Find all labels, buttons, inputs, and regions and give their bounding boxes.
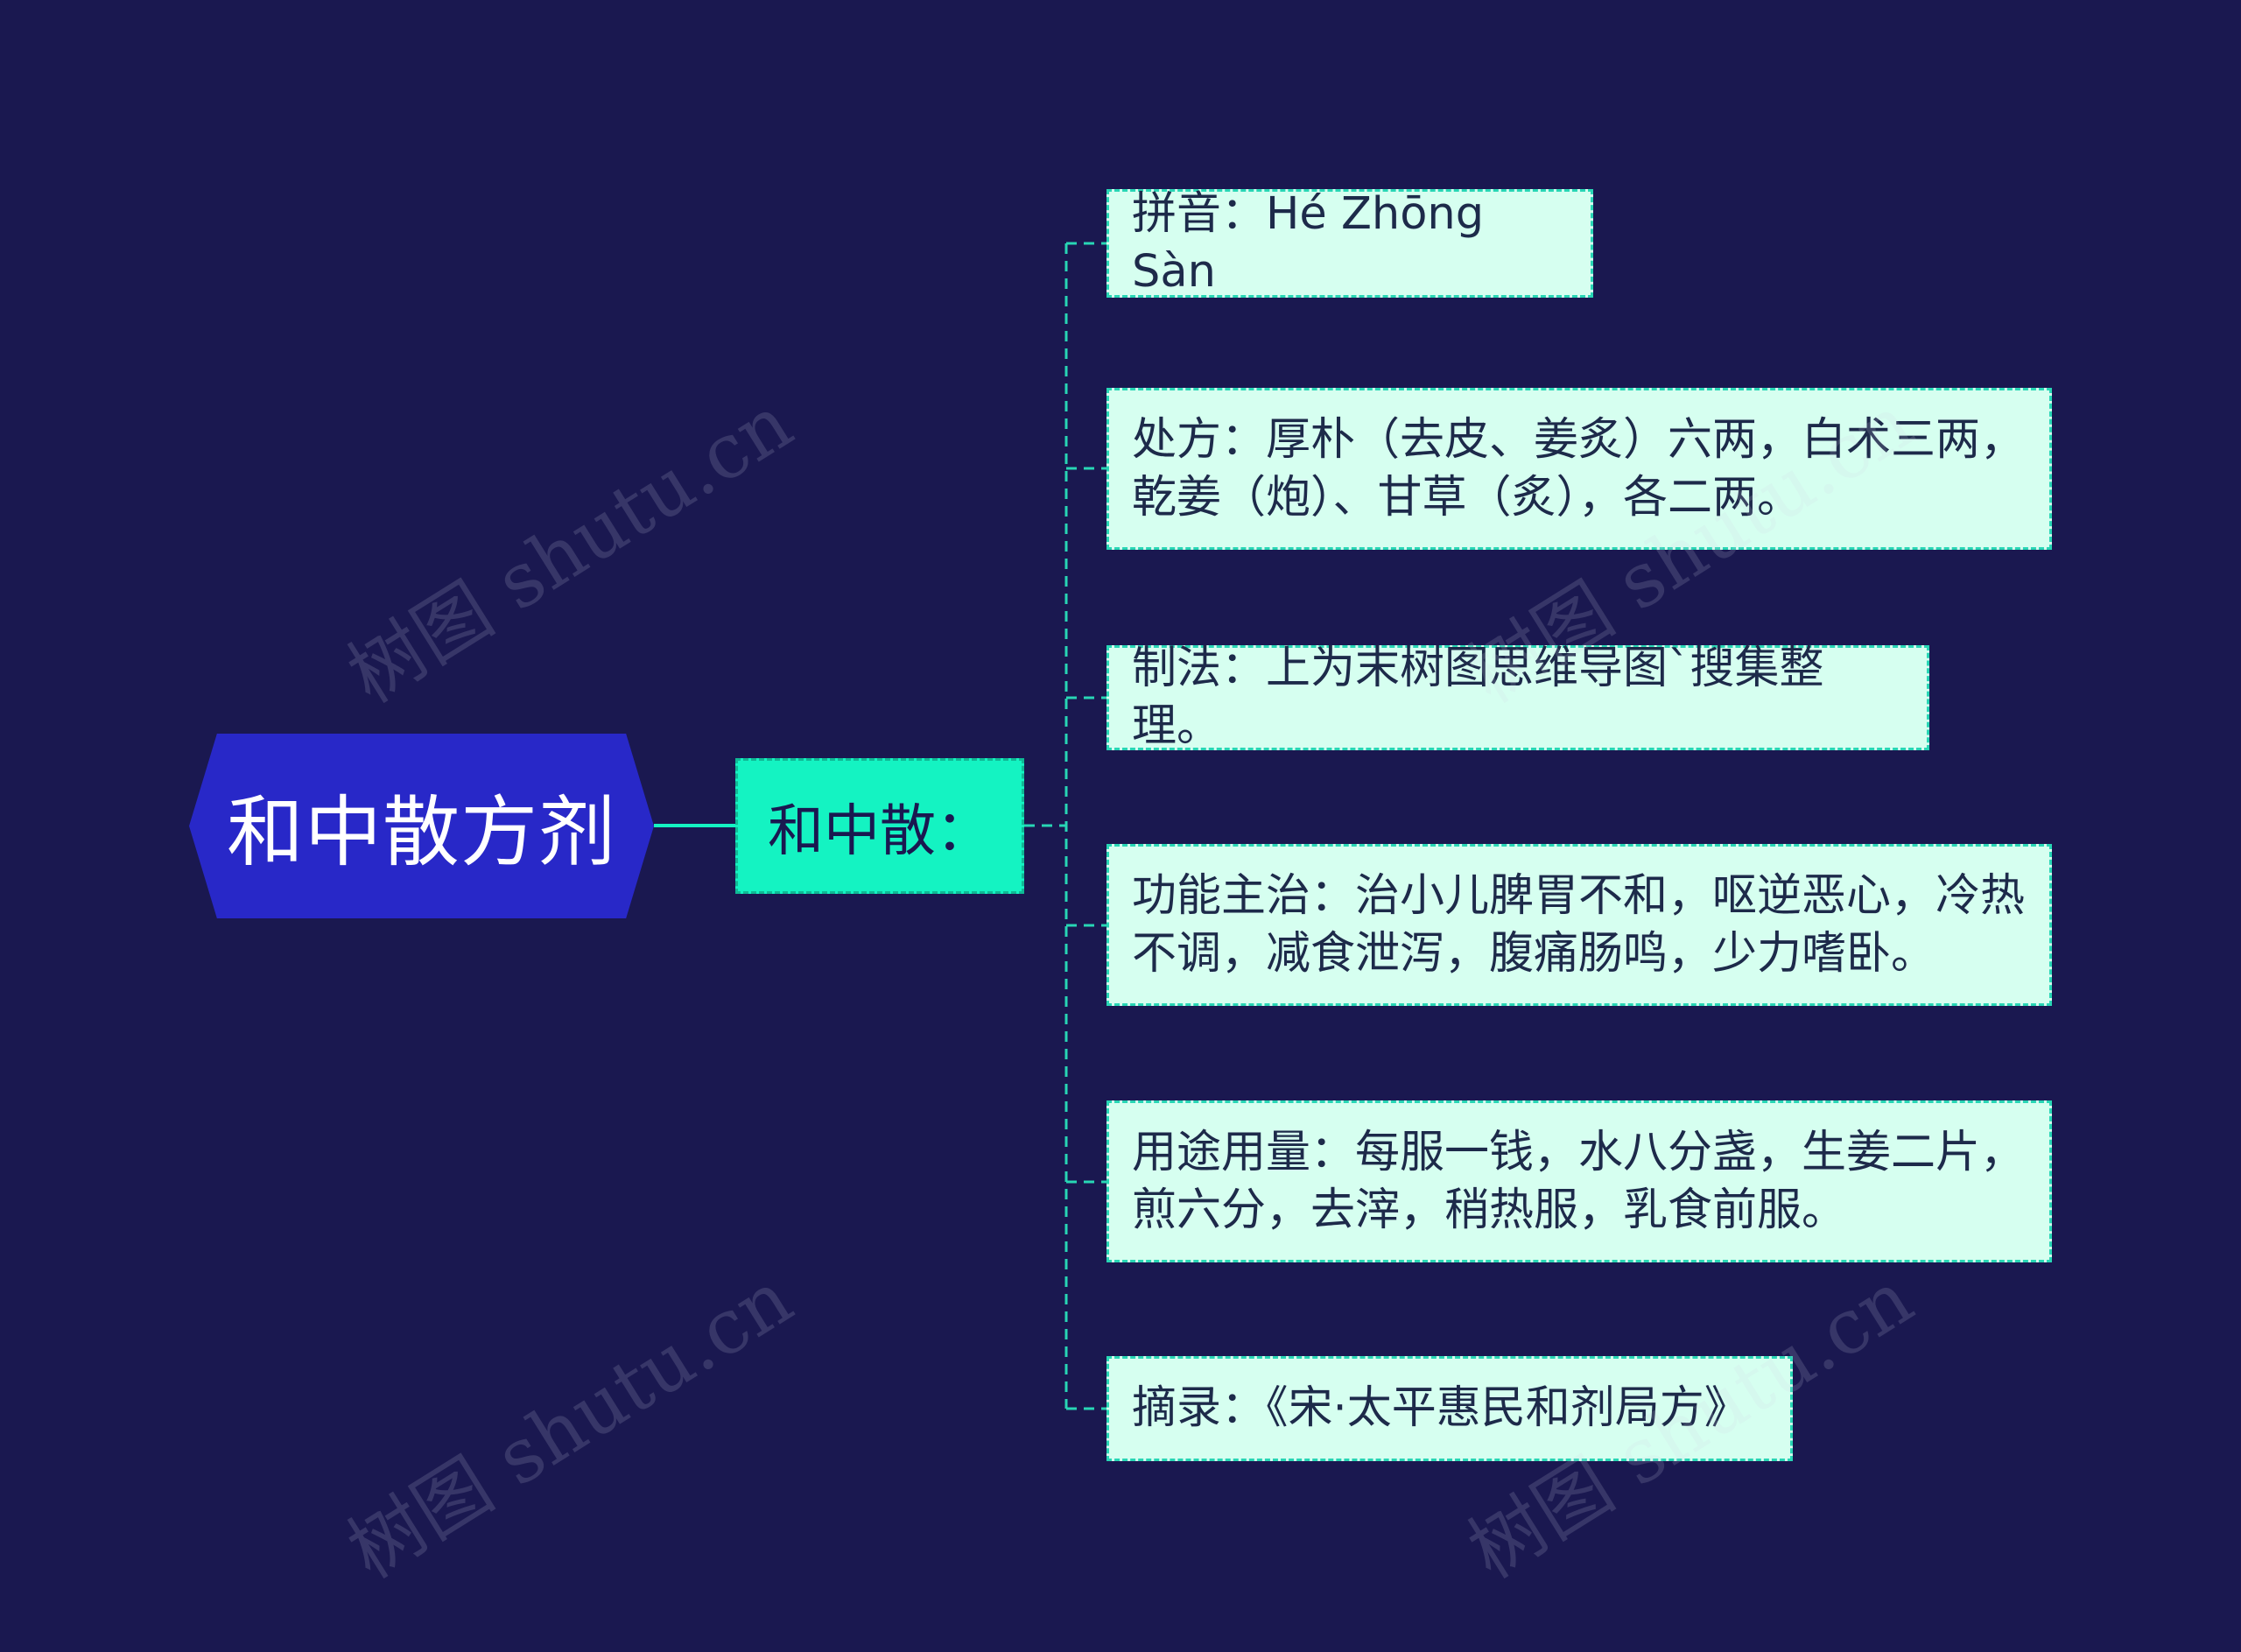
root-node-label: 和中散方剂 (226, 787, 616, 877)
mid-node-label: 和中散： (768, 798, 992, 864)
root-node[interactable]: 和中散方剂 (189, 734, 654, 918)
leaf-node-prescription[interactable]: 处方：厚朴（去皮、姜炙）六两，白术三两，乾姜（炮）、甘草（炙），各二两。 (1106, 388, 2052, 550)
leaf-node-pinyin[interactable]: 拼音：Hé Zhōng Sàn (1106, 188, 1593, 298)
leaf-node-label: 拼音：Hé Zhōng Sàn (1132, 188, 1485, 298)
leaf-node-dosage[interactable]: 用途用量：每服一钱，水八分盏，生姜二片，煎六分，去滓，稍热服，乳食前服。 (1106, 1100, 2052, 1262)
leaf-node-label: 功能主治：治小儿脾胃不和，呕逆恶心，冷热不调，减食泄泻，腹痛肠鸣，少力嗜卧。 (1132, 869, 2026, 980)
leaf-node-indications[interactable]: 功能主治：治小儿脾胃不和，呕逆恶心，冷热不调，减食泄泻，腹痛肠鸣，少力嗜卧。 (1106, 844, 2052, 1006)
leaf-node-label: 制法：上为末树图思维导图`搜集整理。 (1132, 643, 1824, 752)
leaf-node-source[interactable]: 摘录：《宋·太平惠民和剂局方》 (1106, 1356, 1793, 1461)
leaf-node-label: 摘录：《宋·太平惠民和剂局方》 (1132, 1382, 1749, 1434)
leaf-node-label: 用途用量：每服一钱，水八分盏，生姜二片，煎六分，去滓，稍热服，乳食前服。 (1132, 1126, 2026, 1236)
mid-node[interactable]: 和中散： (735, 758, 1024, 894)
leaf-node-preparation[interactable]: 制法：上为末树图思维导图`搜集整理。 (1106, 643, 1929, 752)
leaf-node-label: 处方：厚朴（去皮、姜炙）六两，白术三两，乾姜（炮）、甘草（炙），各二两。 (1132, 413, 2026, 524)
